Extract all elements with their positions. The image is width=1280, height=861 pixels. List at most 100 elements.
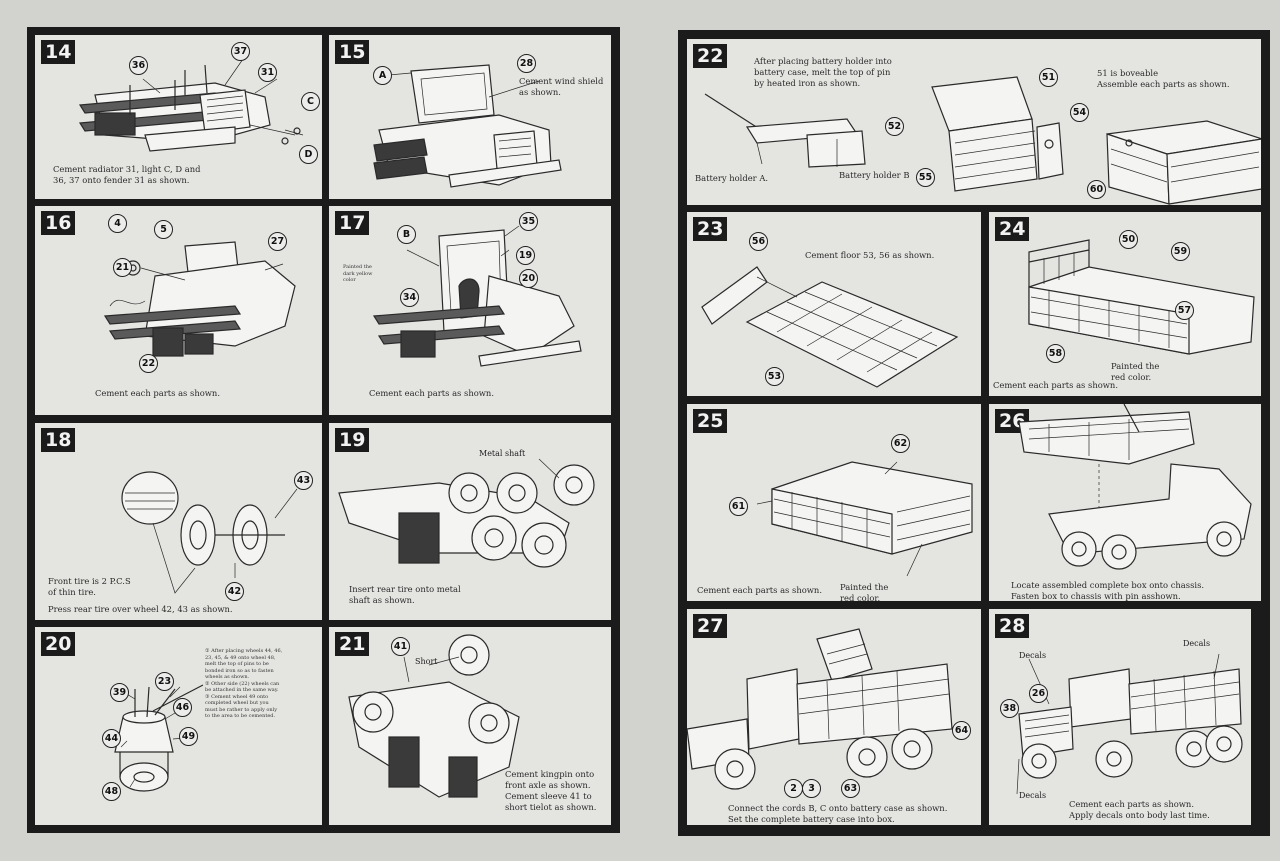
- step-20-instructions: ① After placing wheels 44, 46, 23, 45, &…: [205, 648, 283, 719]
- callout-41: 41: [391, 637, 410, 656]
- front-axle-illustration: [348, 634, 520, 798]
- cab-interior-illustration: [103, 241, 296, 357]
- step-28-panel: 28 Decals Decals Decals 26 38 Cement eac…: [989, 609, 1251, 825]
- step-14-panel: 14 36 37 31 C D Cement radiator 31, ligh…: [35, 35, 322, 199]
- step-25-panel: 25 62 61 Cement each parts as shown. Pai…: [687, 404, 981, 601]
- step-number: 25: [693, 409, 728, 433]
- step-22-note: 51 is boveable Assemble each parts as sh…: [1097, 68, 1230, 89]
- callout-43: 43: [294, 471, 313, 490]
- step-23-panel: 23 56 53 Cement floor 53, 56 as shown.: [687, 212, 981, 396]
- step-caption: Front tire is 2 P.C.S of thin tire.: [48, 576, 131, 597]
- callout-62: 62: [891, 434, 910, 453]
- callout-64: 64: [952, 721, 971, 740]
- callout-48: 48: [102, 782, 121, 801]
- callout-2: 2: [784, 779, 803, 798]
- callout-58: 58: [1046, 344, 1065, 363]
- callout-D: D: [299, 145, 318, 164]
- battery-case-illustration: [704, 76, 1261, 205]
- step-21-panel: 21 41 Short Cement kingpin onto front ax…: [329, 627, 611, 825]
- callout-35: 35: [519, 212, 538, 231]
- step-number: 20: [41, 632, 76, 656]
- floor-illustration: [701, 266, 959, 388]
- step-number: 24: [995, 217, 1030, 241]
- callout-4: 4: [108, 214, 127, 233]
- callout-26: 26: [1029, 684, 1048, 703]
- callout-5: 5: [154, 220, 173, 239]
- callout-34: 34: [400, 288, 419, 307]
- battery-install-illustration: [687, 628, 953, 790]
- callout-52: 52: [885, 117, 904, 136]
- step-number: 18: [41, 428, 76, 452]
- callout-B: B: [397, 225, 416, 244]
- callout-56: 56: [749, 232, 768, 251]
- step-22-panel: 22 After placing battery holder into bat…: [687, 39, 1261, 205]
- callout-50: 50: [1119, 230, 1138, 249]
- step-number: 28: [995, 614, 1030, 638]
- callout-54: 54: [1070, 103, 1089, 122]
- callout-44: 44: [102, 729, 121, 748]
- cab-driver-illustration: [372, 225, 582, 367]
- callout-51: 51: [1039, 68, 1058, 87]
- step-caption: Cement each parts as shown.: [697, 585, 822, 595]
- step-caption: Cement each parts as shown. Apply decals…: [1069, 799, 1210, 820]
- decals-label-2: Decals: [1183, 639, 1211, 648]
- metal-shaft-label: Metal shaft: [479, 449, 526, 458]
- callout-22: 22: [139, 354, 158, 373]
- paint-note: Painted the red color.: [840, 582, 889, 601]
- step-caption: Cement floor 53, 56 as shown.: [805, 250, 935, 260]
- step-number: 19: [335, 428, 370, 452]
- callout-C: C: [301, 92, 320, 111]
- tire-assembly-illustration: [121, 471, 298, 594]
- step-caption: Cement radiator 31, light C, D and 36, 3…: [53, 164, 201, 185]
- chassis-radiator-illustration: [78, 58, 304, 152]
- callout-21: 21: [113, 258, 132, 277]
- step-caption: Cement each parts as shown.: [369, 388, 494, 398]
- callout-19: 19: [516, 246, 535, 265]
- step-caption-2: Press rear tire over wheel 42, 43 as sho…: [48, 604, 233, 614]
- instruction-sheet-left: 14 36 37 31 C D Cement radiator 31, ligh…: [27, 27, 620, 833]
- callout-42: 42: [225, 582, 244, 601]
- callout-38: 38: [1000, 699, 1019, 718]
- callout-28: 28: [517, 54, 536, 73]
- step-15-panel: 15 A 28 Cement wind shield as shown.: [329, 35, 611, 199]
- step-number: 17: [335, 211, 370, 235]
- decals-label-3: Decals: [1019, 791, 1047, 800]
- step-20-panel: 20 ① After placing wheels 44, 46, 23, 45…: [35, 627, 322, 825]
- step-caption: Locate assembled complete box onto chass…: [1011, 580, 1205, 601]
- callout-A: A: [373, 66, 392, 85]
- callout-63: 63: [841, 779, 860, 798]
- callout-39: 39: [110, 683, 129, 702]
- step-number: 27: [693, 614, 728, 638]
- battery-holder-a-label: Battery holder A.: [695, 173, 769, 183]
- callout-46: 46: [173, 698, 192, 717]
- complete-truck-illustration: [1016, 653, 1243, 795]
- chassis-wheels-illustration: [338, 458, 595, 568]
- step-caption: Cement each parts as shown.: [95, 388, 220, 398]
- step-caption: Cement each parts as shown.: [993, 380, 1118, 390]
- wheel-hub-illustration: [114, 684, 204, 792]
- callout-23: 23: [155, 672, 174, 691]
- side-rails-illustration: [756, 461, 973, 577]
- step-number: 22: [693, 44, 728, 68]
- callout-31: 31: [258, 63, 277, 82]
- decals-label-1: Decals: [1019, 651, 1047, 660]
- step-caption: Insert rear tire onto metal shaft as sho…: [349, 584, 461, 605]
- step-number: 15: [335, 40, 370, 64]
- callout-55: 55: [916, 168, 935, 187]
- callout-60: 60: [1087, 180, 1106, 199]
- step-caption: After placing battery holder into batter…: [754, 56, 892, 88]
- callout-36: 36: [129, 56, 148, 75]
- step-caption: Connect the cords B, C onto battery case…: [728, 803, 948, 824]
- paint-note: Painted the dark yellow color: [343, 264, 373, 283]
- step-number: 16: [41, 211, 76, 235]
- battery-holder-b-label: Battery holder B: [839, 170, 910, 180]
- short-label: Short: [415, 657, 438, 666]
- callout-57: 57: [1175, 301, 1194, 320]
- callout-27: 27: [268, 232, 287, 251]
- step-16-panel: 16 4 5 21 27 22 Cement each parts as sho…: [35, 206, 322, 415]
- callout-37: 37: [231, 42, 250, 61]
- callout-3: 3: [802, 779, 821, 798]
- step-19-panel: 19 Metal shaft Insert rear tire onto met…: [329, 423, 611, 620]
- callout-20: 20: [519, 269, 538, 288]
- step-24-panel: 24 50 59 57 58 Painted the red color. Ce…: [989, 212, 1261, 396]
